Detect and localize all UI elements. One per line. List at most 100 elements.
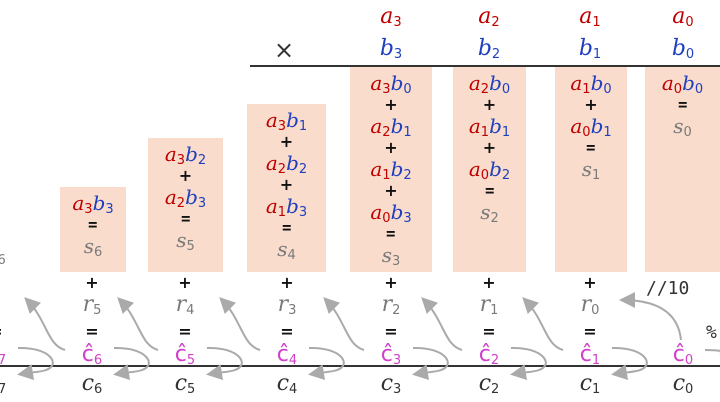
equals-sign: =	[178, 322, 192, 341]
partial-sum-box-6: a3b3=s6	[60, 187, 126, 272]
carry-hat: ĉ0	[672, 342, 694, 368]
plus-sign: +	[384, 273, 398, 292]
plus-sign: +	[280, 273, 294, 292]
carry-hat: ĉ6	[81, 342, 103, 368]
product-term: a0b1	[570, 114, 612, 140]
mod-arrow	[704, 343, 720, 362]
plus-sign: +	[279, 175, 294, 194]
product-term: a2b2	[265, 151, 308, 177]
multiplier-digit: b0	[671, 36, 695, 62]
carry-in: r4	[175, 292, 195, 318]
mod-arrow	[611, 346, 648, 381]
partial-sum: s3	[381, 243, 401, 269]
equals-sign: =	[385, 224, 397, 243]
result-digit: c5	[174, 371, 196, 397]
equals-sign: =	[180, 209, 191, 228]
carry-in: r2	[381, 292, 401, 318]
plus-sign: +	[384, 138, 398, 157]
partial-sum: s6	[0, 253, 6, 268]
product-term: a3b0	[370, 71, 412, 97]
mod-arrow	[113, 346, 150, 381]
product-term: a1b0	[570, 71, 612, 97]
result-digit: c3	[380, 371, 402, 397]
product-term: a2b0	[468, 71, 511, 97]
partial-sum: s1	[581, 157, 601, 183]
plus-sign: +	[178, 273, 192, 292]
partial-sum-box-4: a3b1+a2b2+a1b3=s4	[247, 104, 326, 272]
multiplier-digit: b1	[578, 36, 602, 62]
equals-sign: =	[585, 138, 597, 157]
carry-hat: ĉ3	[380, 342, 402, 368]
carry-in: r1	[479, 292, 499, 318]
product-term: a3b3	[72, 191, 114, 217]
plus-sign: +	[85, 273, 99, 292]
multiplier-3: b0	[672, 36, 694, 61]
carry-hat: ĉ7	[0, 353, 7, 368]
partial-sum-box-5: a3b2+a2b3=s5	[148, 138, 223, 272]
equals-sign: =	[482, 322, 496, 341]
carry-arrow	[117, 297, 159, 351]
equals-sign: =	[0, 322, 3, 341]
multiplier-2: b1	[579, 36, 601, 61]
result-digit: c1	[579, 371, 601, 397]
carry-arrow	[24, 297, 66, 351]
carry-in: r5	[82, 292, 102, 318]
multiplier-0: b3	[380, 36, 402, 61]
carry-arrow	[522, 297, 564, 351]
equals-sign: =	[384, 322, 398, 341]
equals-sign: =	[677, 95, 688, 114]
equals-sign: =	[583, 322, 597, 341]
mod-arrow	[308, 346, 345, 381]
carry-in: r3	[277, 292, 297, 318]
partial-sum: s5	[176, 228, 195, 254]
plus-sign: +	[584, 95, 598, 114]
carry-arrow	[619, 292, 682, 341]
multiplicand-digit: a2	[478, 4, 500, 30]
plus-sign: +	[384, 95, 398, 114]
partial-sum: s0	[673, 114, 692, 140]
plus-sign: +	[482, 273, 496, 292]
equals-sign: =	[87, 215, 99, 234]
mod-label: %	[706, 322, 717, 343]
multiplicand-2: a1	[579, 4, 600, 29]
multiplicand-0: a3	[380, 4, 401, 29]
product-term: a1b3	[265, 194, 308, 220]
result-digit: c7	[0, 382, 7, 397]
plus-sign: +	[583, 273, 597, 292]
multiplier-digit: b2	[477, 36, 501, 62]
equals-sign: =	[280, 322, 294, 341]
partial-sum-box-1: a1b0+a0b1=s1	[555, 67, 627, 272]
plus-sign: +	[178, 166, 193, 185]
carry-arrow	[323, 297, 365, 351]
carry-hat: ĉ5	[174, 342, 196, 368]
partial-sum-box-0: a0b0=s0	[645, 67, 720, 272]
product-term: a2b3	[164, 185, 207, 211]
plus-sign: +	[384, 181, 398, 200]
multiplicand-1: a2	[478, 4, 499, 29]
carry-label: //10	[646, 278, 690, 299]
mod-arrow	[206, 346, 243, 381]
carry-hat: ĉ1	[579, 342, 601, 368]
product-term: a0b0	[661, 71, 704, 97]
mod-arrow	[17, 346, 54, 381]
multiplicand-digit: a1	[579, 4, 601, 30]
plus-sign: +	[279, 132, 294, 151]
carry-hat: ĉ2	[478, 342, 500, 368]
carry-arrow	[421, 297, 463, 351]
product-term: a0b3	[370, 200, 412, 226]
result-digit: c6	[81, 371, 103, 397]
partial-sum: s6	[83, 234, 103, 260]
times-symbol: ×	[274, 36, 295, 64]
equals-sign: =	[85, 322, 99, 341]
result-digit: c2	[478, 371, 500, 397]
multiplier-digit: b3	[379, 36, 403, 62]
plus-sign: +	[482, 138, 497, 157]
equals-sign: =	[281, 218, 292, 237]
multiplier-1: b2	[478, 36, 500, 61]
product-term: a3b2	[164, 142, 207, 168]
equals-sign: =	[484, 181, 495, 200]
carry-in: r0	[580, 292, 600, 318]
multiplicand-3: a0	[672, 4, 693, 29]
partial-sum-box-2: a2b0+a1b1+a0b2=s2	[453, 67, 526, 272]
